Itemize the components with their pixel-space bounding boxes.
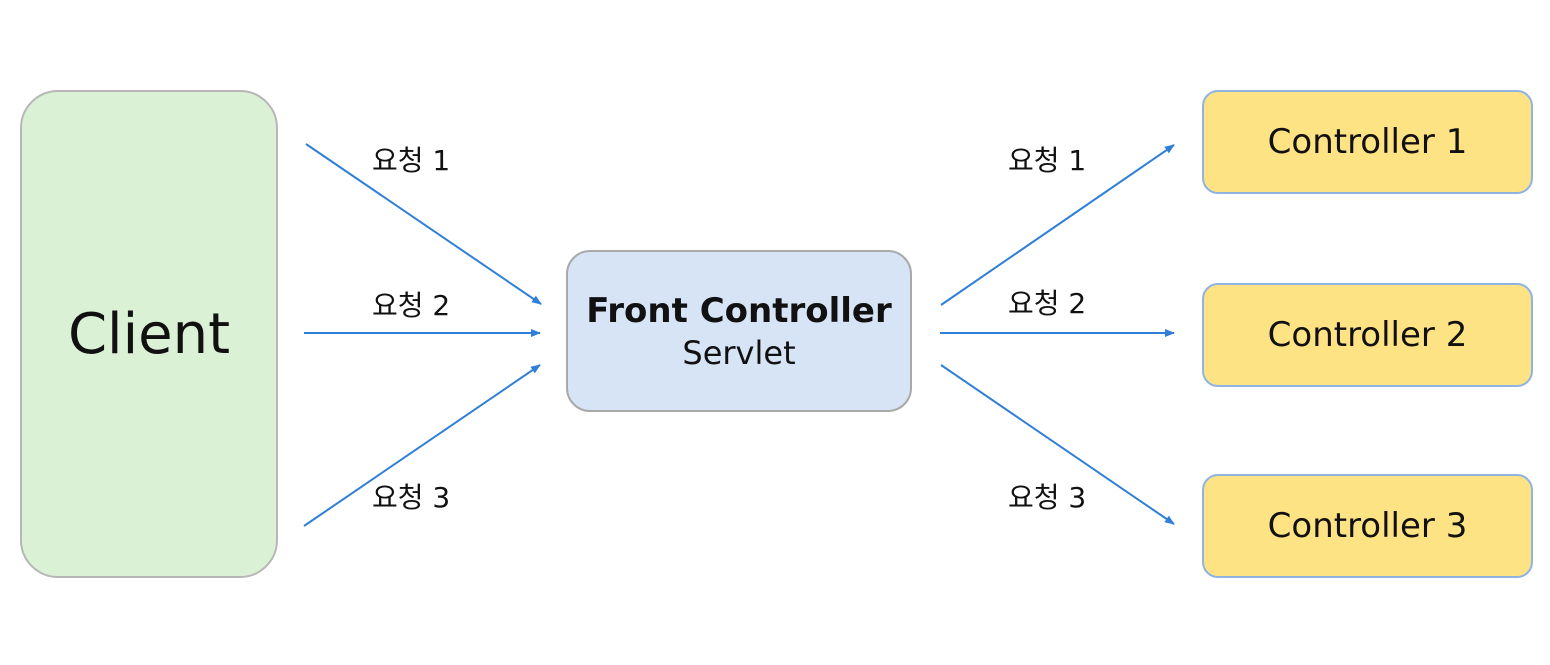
dispatch-request-3-label: 요청 3 xyxy=(1008,481,1087,514)
dispatch-request-2-label: 요청 2 xyxy=(1008,287,1087,320)
client-request-2-label: 요청 2 xyxy=(372,289,451,322)
controller-2-box: Controller 2 xyxy=(1202,283,1533,387)
controller-3-box: Controller 3 xyxy=(1202,474,1533,578)
client-box: Client xyxy=(20,90,278,578)
arrow-client-request-3 xyxy=(303,364,541,527)
front-controller-title: Front Controller xyxy=(586,291,892,331)
client-request-3-label: 요청 3 xyxy=(372,481,451,514)
front-controller-subtitle: Servlet xyxy=(682,334,796,372)
arrow-client-request-1 xyxy=(305,143,542,305)
arrow-dispatch-request-3 xyxy=(940,364,1175,525)
dispatch-request-1-label: 요청 1 xyxy=(1008,144,1087,177)
client-label: Client xyxy=(67,301,231,367)
controller-1-label: Controller 1 xyxy=(1267,122,1468,162)
controller-3-label: Controller 3 xyxy=(1267,506,1468,546)
controller-2-label: Controller 2 xyxy=(1267,315,1468,355)
arrow-dispatch-request-1 xyxy=(940,144,1175,306)
controller-1-box: Controller 1 xyxy=(1202,90,1533,194)
front-controller-box: Front Controller Servlet xyxy=(566,250,912,412)
client-request-1-label: 요청 1 xyxy=(372,144,451,177)
